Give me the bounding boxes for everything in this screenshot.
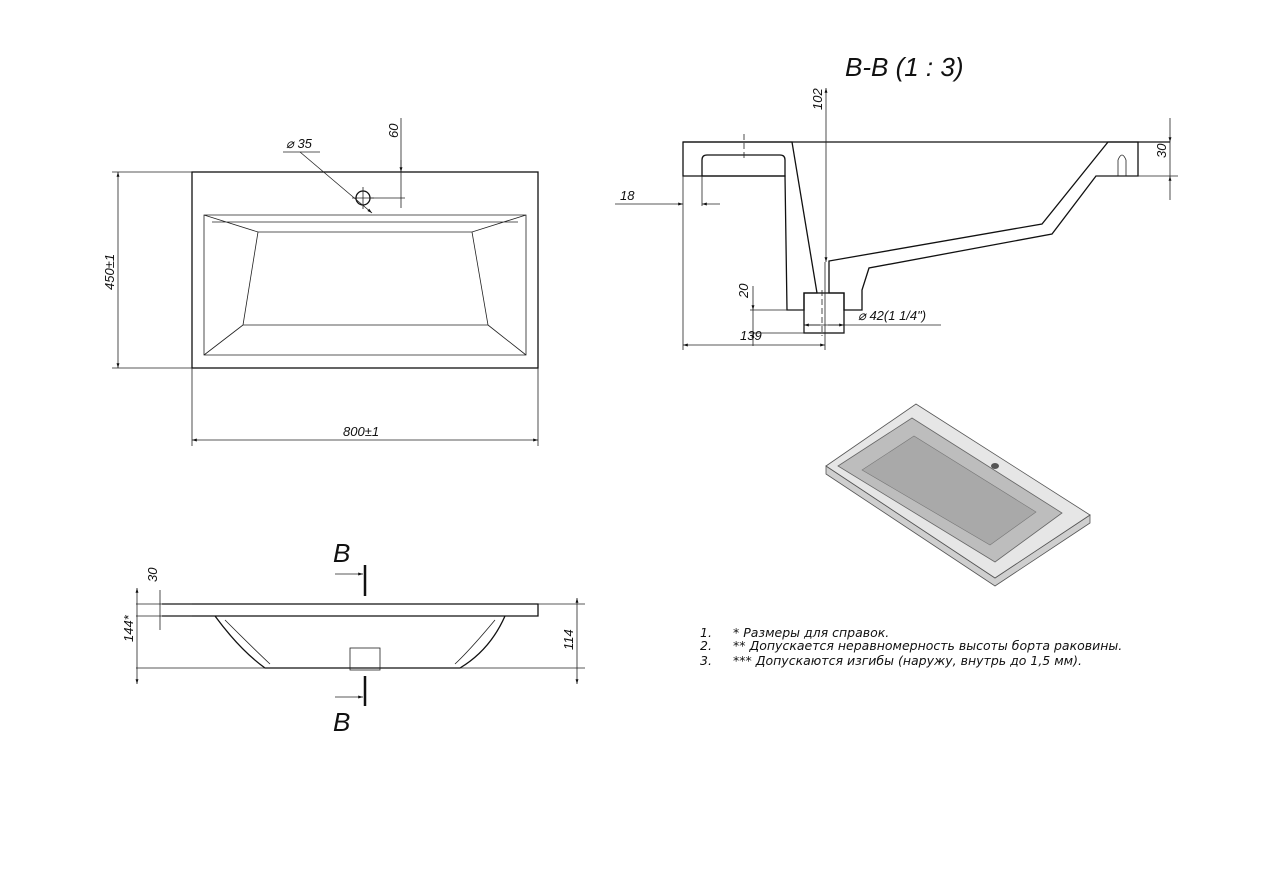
section-mark-bottom: B (333, 707, 350, 737)
note-item: 3. *** Допускаются изгибы (наружу, внутрь… (700, 654, 1123, 667)
drain-pipe-section (803, 292, 845, 334)
drain-diameter-dim: ⌀ 42(1 1/4") (858, 308, 926, 323)
sink-outline (191, 171, 539, 369)
section-depth-dim: 102 (810, 88, 825, 110)
hole-diameter-dim: ⌀ 35 (286, 136, 313, 151)
basin-outline (203, 214, 527, 356)
section-view: B-B (1 : 3) 102 30 18 20 139 ⌀ 42(1 (615, 52, 1178, 350)
section-title: B-B (1 : 3) (845, 52, 963, 82)
note-number: 3. (700, 653, 712, 668)
note-number: 1. (700, 625, 712, 640)
note-text: *** Допускаются изгибы (наружу, внутрь д… (733, 653, 1082, 668)
drain-offset-dim: 139 (740, 328, 762, 343)
section-rim-dim: 30 (1154, 143, 1169, 158)
top-view: ⌀ 35 60 450±1 800±1 (102, 118, 539, 446)
depth-dim: 450±1 (102, 254, 117, 290)
side-depth-dim: 114 (561, 629, 576, 650)
note-item: 1. * Размеры для справок. (700, 626, 1123, 639)
section-mark-top: B (333, 538, 350, 568)
note-text: * Размеры для справок. (733, 625, 890, 640)
side-rim-dim: 30 (145, 567, 160, 582)
wall-thickness-dim: 18 (620, 188, 635, 203)
drain-outlet (349, 647, 381, 671)
notes: 1. * Размеры для справок. 2. ** Допускаетс… (700, 626, 1123, 667)
drain-height-dim: 20 (736, 283, 751, 299)
sink-side-outline (162, 603, 539, 669)
width-dim: 800±1 (343, 424, 379, 439)
note-number: 2. (700, 638, 712, 653)
side-height-ref-dim: 144* (121, 614, 136, 642)
side-view: 30 144* 114 B B (121, 538, 585, 737)
isometric-view (825, 403, 1091, 587)
basin-floor-section (828, 141, 1139, 311)
hole-offset-dim: 60 (386, 123, 401, 138)
note-text: ** Допускается неравномерность высоты бо… (733, 638, 1123, 653)
note-item: 2. ** Допускается неравномерность высоты … (700, 639, 1123, 652)
